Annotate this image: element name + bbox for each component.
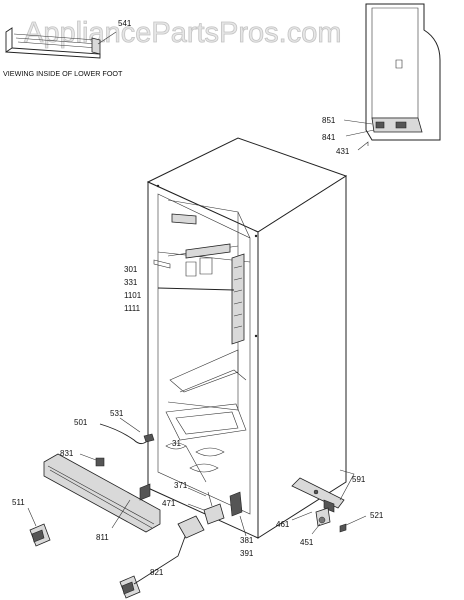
- toe-grille: [43, 453, 161, 533]
- callout-1101: 1101: [124, 291, 142, 300]
- callout-431: 431: [336, 147, 350, 156]
- cabinet-back-view: [365, 3, 441, 141]
- callout-591: 591: [352, 475, 366, 484]
- leveling-foot-left: [29, 523, 51, 547]
- callout-501: 501: [74, 418, 88, 427]
- inset-caption: VIEWING INSIDE OF LOWER FOOT: [3, 69, 123, 78]
- refrigerator-cabinet: [146, 137, 348, 539]
- callout-301: 301: [124, 265, 138, 274]
- inset-lower-foot: [5, 27, 117, 59]
- callout-371: 371: [174, 481, 188, 490]
- callout-461: 461: [276, 520, 290, 529]
- callout-381: 381: [240, 536, 254, 545]
- callout-471: 471: [162, 499, 176, 508]
- rear-roller: [315, 507, 331, 527]
- callout-821: 821: [150, 568, 164, 577]
- callout-511: 511: [12, 498, 25, 507]
- callout-541: 541: [118, 19, 132, 28]
- leveling-foot-bottom: [119, 575, 141, 599]
- callout-521: 521: [370, 511, 384, 520]
- callout-831: 831: [60, 449, 74, 458]
- watermark: AppliancePartsPros.com: [24, 17, 342, 49]
- callout-1111: 1111: [124, 304, 141, 313]
- callout-811: 811: [96, 533, 109, 542]
- callout-331: 331: [124, 278, 138, 287]
- callout-851: 851: [322, 116, 336, 125]
- bottom-hinge-assembly: [177, 491, 243, 539]
- callout-841: 841: [322, 133, 336, 142]
- callout-391: 391: [240, 549, 254, 558]
- callout-531: 531: [110, 409, 124, 418]
- callout-451: 451: [300, 538, 314, 547]
- callout-31: 31: [172, 439, 181, 448]
